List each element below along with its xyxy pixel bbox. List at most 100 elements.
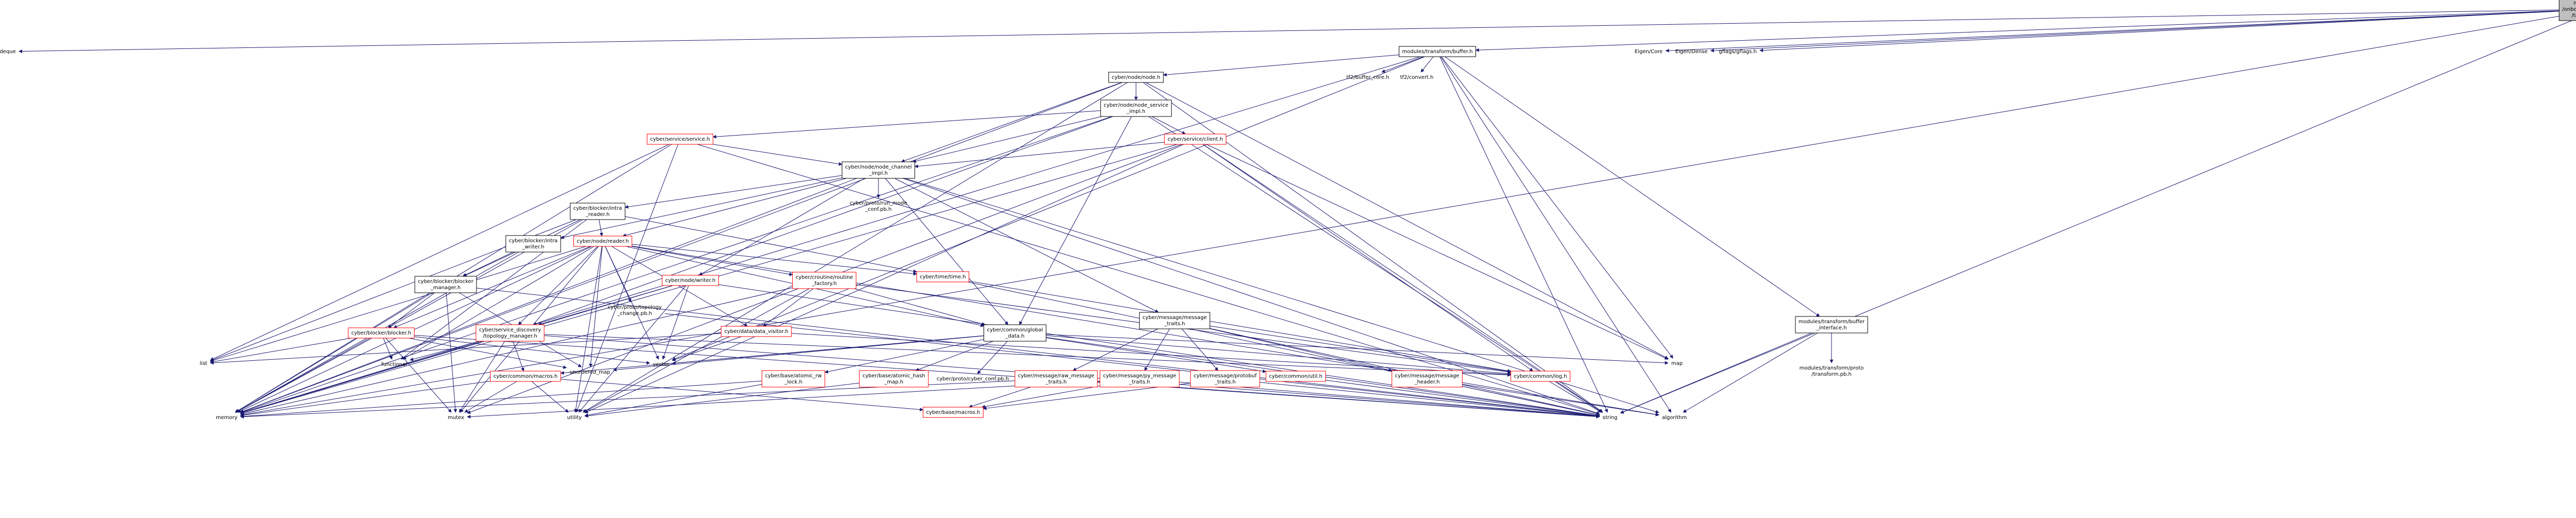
edge-macros_common-to-memory [240,380,490,417]
edge-atomic_rw_lock-to-memory [240,380,762,419]
node-blocker-manager[interactable]: cyber/blocker/blocker_manager.h [414,276,477,293]
edge-service-to-utility [575,144,679,413]
node-intra-writer[interactable]: cyber/blocker/intra_writer.h [505,235,561,253]
node-label: cyber/common/log.h [1514,374,1567,379]
node-macros-common[interactable]: cyber/common/macros.h [490,371,561,382]
edge-client-to-log_h [1202,144,1534,372]
node-routine-factory[interactable]: cyber/croutine/routine_factory.h [792,272,857,289]
edge-client-to-string [1202,144,1603,413]
node-writer[interactable]: cyber/node/writer.h [662,275,719,286]
node-client[interactable]: cyber/service/client.h [1164,133,1227,145]
node-mutex: mutex [448,415,464,421]
node-label: cyber/time/time.h [920,274,965,280]
node-label: _conf.pb.h [865,207,891,212]
node-buffer-interface[interactable]: modules/transform/buffer_interface.h [1795,316,1868,333]
node-node-h[interactable]: cyber/node/node.h [1108,72,1164,83]
edge-reader-to-unordered_map [589,246,603,367]
node-base-macros[interactable]: cyber/base/macros.h [923,407,984,418]
edge-protobuf_traits-to-base_macros [982,382,1191,410]
node-label: Eigen/Core [1635,49,1663,55]
node-protobuf-traits[interactable]: cyber/message/protobuf_traits.h [1190,370,1260,388]
node-label: _reader.h [585,212,609,218]
node-root[interactable]: modules/perception/onboard/transform_wra… [2558,0,2576,21]
edge-node_h-to-string [1143,82,1603,413]
node-reader[interactable]: cyber/node/reader.h [573,236,633,247]
node-unordered-map: unordered_map [570,370,611,375]
node-label: unordered_map [570,370,611,375]
node-box [476,324,545,342]
node-functional: functional [381,362,407,367]
node-tf2-buffer-core: tf2/buffer_core.h [1346,75,1389,80]
edge-raw_message_traits-to-string [1097,381,1600,419]
node-label: deque [0,49,16,55]
node-log-h[interactable]: cyber/common/log.h [1510,371,1571,382]
node-box [1399,46,1476,57]
node-cyber-conf: cyber/proto/cyber_conf.pb.h [937,376,1009,382]
edge-blocker_h-to-memory [235,338,372,413]
edge-topology_manager-to-memory [240,341,483,414]
edge-node_channel_impl-to-intra_reader [624,175,842,209]
node-label: _change.pb.h [617,311,652,316]
node-vector: vector [653,362,670,367]
node-label: /transform_wrapper.h [2571,13,2576,19]
edge-client-to-map [1206,144,1669,360]
edge-writer-to-utility [579,285,686,413]
node-label: tf2/convert.h [1400,75,1434,80]
node-utility: utility [567,415,582,421]
node-py-message-traits[interactable]: cyber/message/py_message_traits.h [1099,370,1180,388]
node-label: list [200,361,208,366]
node-transform-pb: modules/transform/proto/transform.pb.h [1800,365,1864,377]
edge-node_channel_impl-to-reader [622,178,847,237]
edge-reader-to-blocker_h [393,246,591,328]
edge-buffer-to-vector [672,56,1425,361]
node-algorithm: algorithm [1662,415,1687,421]
node-topology-manager[interactable]: cyber/service_discovery/topology_manager… [476,324,545,342]
node-label: cyber/node/node_channel [845,164,911,170]
node-blocker-h[interactable]: cyber/blocker/blocker.h [348,327,415,339]
edge-node_service_impl-to-string [1148,116,1603,413]
node-util-h[interactable]: cyber/common/util.h [1265,371,1326,382]
node-label: cyber/node/writer.h [665,278,716,283]
node-box [792,272,857,289]
node-label: Eigen/Dense [1675,49,1708,55]
node-box [1164,133,1227,145]
node-box [1014,370,1098,388]
node-label: cyber/common/util.h [1269,374,1323,379]
node-node-service-impl[interactable]: cyber/node/node_service_impl.h [1100,99,1172,117]
edge-py_message_traits-to-mutex [467,380,1100,419]
edge-macros_common-to-utility [531,381,569,413]
node-service[interactable]: cyber/service/service.h [647,133,714,145]
edge-routine_factory-to-data_visitor [762,288,814,327]
node-time-h[interactable]: cyber/time/time.h [916,271,970,282]
edge-node_service_impl-to-service [713,110,1101,139]
node-global-data[interactable]: cyber/common/global_data.h [984,324,1046,342]
node-message-traits[interactable]: cyber/message/message_traits.h [1139,312,1210,329]
edge-writer-to-string [718,284,1600,417]
edge-root-to-eigen_core [1665,10,2560,53]
node-atomic-rw-lock[interactable]: cyber/base/atomic_rw_lock.h [761,370,825,388]
node-eigen-dense: Eigen/Dense [1675,49,1708,55]
edge-reader-to-utility [574,246,602,413]
node-label: _traits.h [1214,379,1236,385]
edge-time_h-to-log_h [969,280,1512,373]
node-box [1392,370,1463,388]
edge-buffer-to-tf2_buffer_core [1381,56,1424,73]
edge-node_service_impl-to-global_data [1019,116,1132,325]
node-label: utility [567,415,582,421]
edge-blocker_manager-to-memory [234,292,432,413]
node-raw-message-traits[interactable]: cyber/message/raw_message_traits.h [1014,370,1098,388]
node-message-header[interactable]: cyber/message/message_header.h [1392,370,1463,388]
node-label: _writer.h [522,244,545,250]
node-gflags: gflags/gflags.h [1719,49,1757,55]
node-node-channel-impl[interactable]: cyber/node/node_channel_impl.h [841,161,916,179]
node-label: _map.h [884,379,904,385]
node-map: map [1671,361,1683,366]
edge-node_service_impl-to-client [1151,116,1186,135]
node-data-visitor[interactable]: cyber/data/data_visitor.h [721,326,792,337]
node-buffer[interactable]: modules/transform/buffer.h [1399,46,1476,57]
edge-routine_factory-to-utility [583,288,810,413]
node-atomic-hash-map[interactable]: cyber/base/atomic_hash_map.h [859,370,929,388]
node-label: cyber/service/client.h [1167,137,1223,142]
node-label: modules/transform/proto [1800,365,1864,371]
node-intra-reader[interactable]: cyber/blocker/intra_reader.h [570,203,625,220]
